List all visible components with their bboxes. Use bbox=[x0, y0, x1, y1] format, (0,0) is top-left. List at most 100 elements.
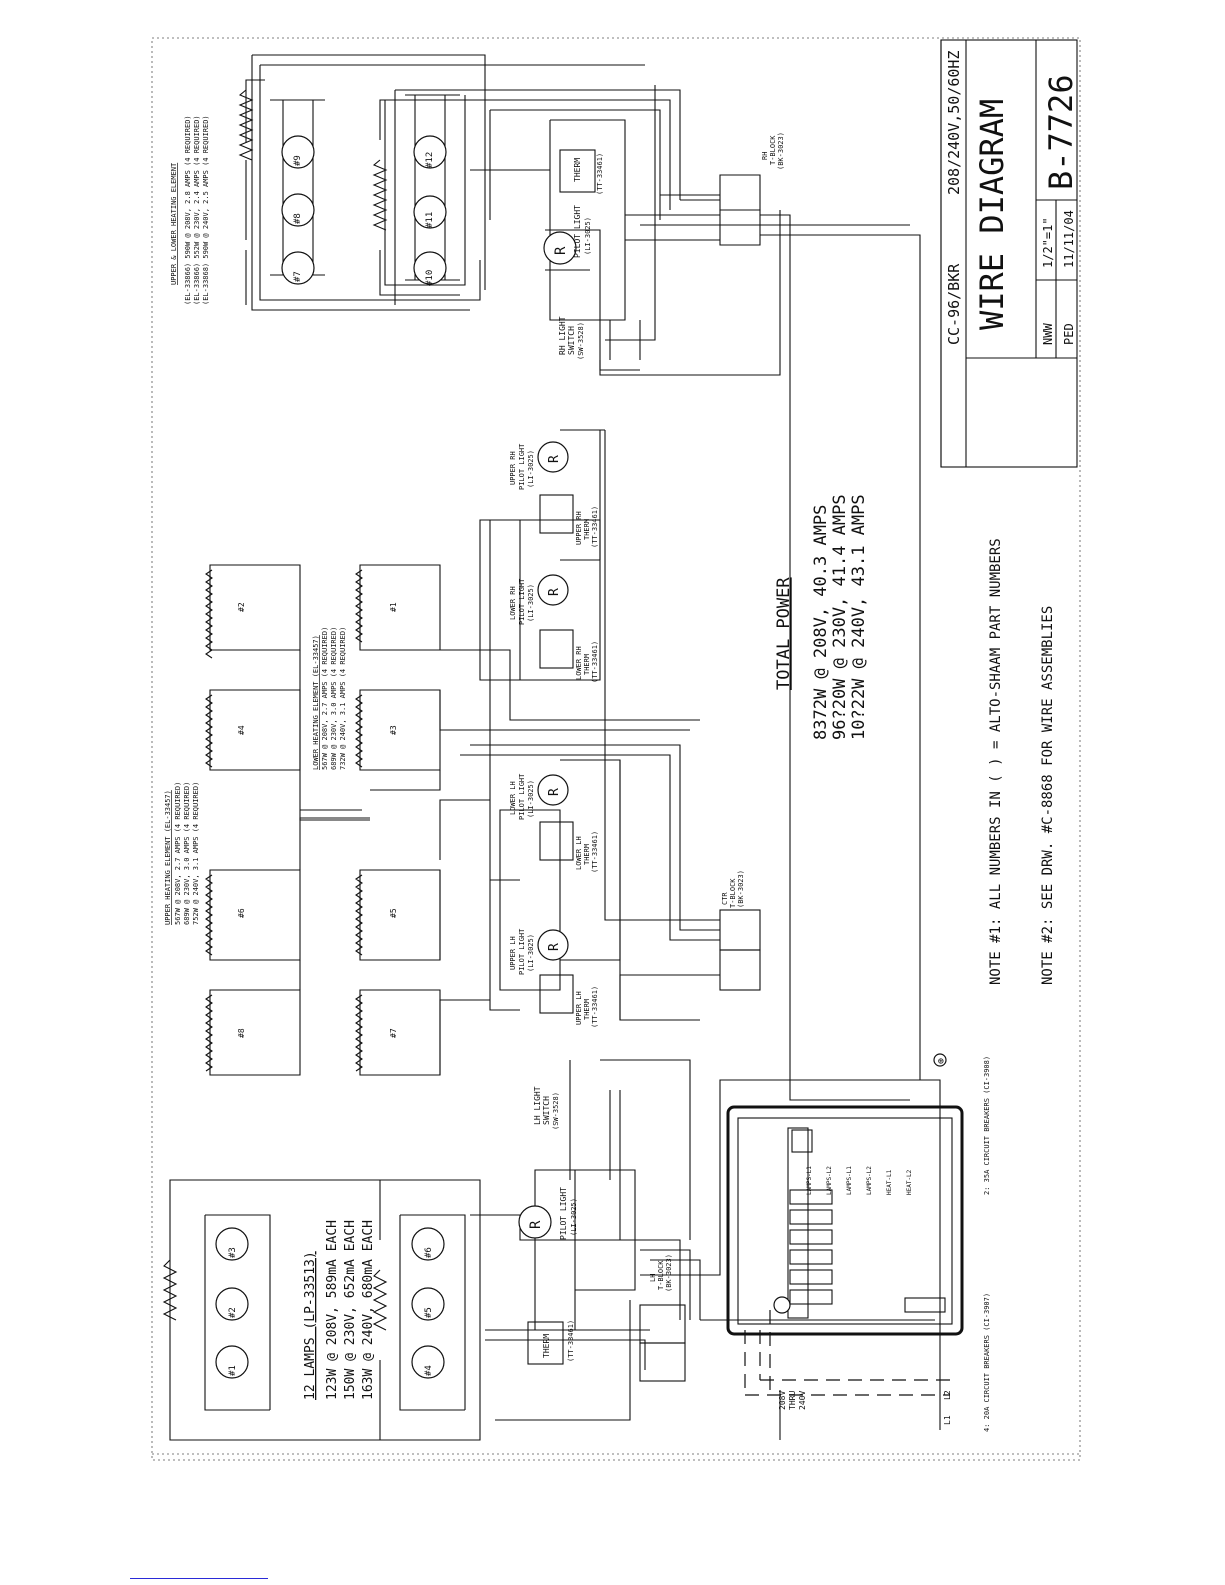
svg-text:#1: #1 bbox=[228, 1365, 238, 1376]
svg-text:2: 35A CIRCUIT BREAKERS (CI-39: 2: 35A CIRCUIT BREAKERS (CI-3908) bbox=[983, 1056, 991, 1195]
svg-text:LAMPS-L2: LAMPS-L2 bbox=[826, 1166, 833, 1195]
svg-text:4: 20A CIRCUIT BREAKERS (CI-39: 4: 20A CIRCUIT BREAKERS (CI-3907) bbox=[983, 1293, 991, 1432]
svg-text:HEAT-L2: HEAT-L2 bbox=[906, 1169, 913, 1195]
svg-text:567W @ 208V, 2.7 AMPS (4 REQUI: 567W @ 208V, 2.7 AMPS (4 REQUIRED) bbox=[174, 782, 182, 925]
svg-text:(TT-33461): (TT-33461) bbox=[596, 153, 604, 195]
svg-text:LOWER HEATING ELEMENT (EL-3345: LOWER HEATING ELEMENT (EL-33457) bbox=[312, 635, 320, 770]
svg-text:LAMPS-L1: LAMPS-L1 bbox=[846, 1166, 853, 1195]
lower-element-spec: LOWER HEATING ELEMENT (EL-33457) 567W @ … bbox=[312, 627, 347, 770]
svg-text:UPPER RH: UPPER RH bbox=[509, 451, 517, 485]
svg-text:R: R bbox=[528, 1220, 544, 1229]
svg-text:#2: #2 bbox=[228, 1307, 238, 1318]
svg-text:L1: L1 bbox=[943, 1415, 952, 1425]
svg-text:PILOT LIGHT: PILOT LIGHT bbox=[518, 443, 526, 490]
svg-text:UPPER & LOWER HEATING ELEMENT: UPPER & LOWER HEATING ELEMENT bbox=[170, 162, 178, 285]
rh-heating-group bbox=[238, 54, 921, 1101]
svg-text:#3: #3 bbox=[228, 1247, 238, 1258]
middle-heating-elements bbox=[209, 429, 720, 1076]
svg-text:R: R bbox=[553, 246, 569, 255]
svg-text:LOWER LH: LOWER LH bbox=[509, 781, 517, 815]
svg-text:567W @ 208V, 2.7 AMPS (4 REQUI: 567W @ 208V, 2.7 AMPS (4 REQUIRED) bbox=[321, 627, 329, 770]
rh-lamp-sockets: #7 #8 #9 #10 #11 #12 bbox=[281, 135, 447, 286]
svg-text:PILOT LIGHT: PILOT LIGHT bbox=[559, 1187, 568, 1240]
svg-text:#5: #5 bbox=[424, 1307, 434, 1318]
middle-controls: R R R R UPPER RH PILOT LIGHT (LI-3025) L… bbox=[509, 441, 599, 1028]
svg-text:#3: #3 bbox=[389, 725, 398, 735]
svg-text:#12: #12 bbox=[425, 152, 435, 168]
drawing-number: B-7726 bbox=[1042, 74, 1080, 190]
svg-text:LOWER RH: LOWER RH bbox=[509, 586, 517, 620]
svg-text:RH: RH bbox=[761, 152, 769, 160]
svg-text:150W @ 230V, 652mA EACH: 150W @ 230V, 652mA EACH bbox=[343, 1220, 358, 1400]
svg-text:#9: #9 bbox=[293, 155, 303, 166]
svg-text:UPPER LH: UPPER LH bbox=[509, 936, 517, 970]
power-supply: 208V THRU 240V L2 L1 ⊕ bbox=[744, 1053, 952, 1440]
svg-text:L2: L2 bbox=[943, 1390, 952, 1400]
note-2: NOTE #2: SEE DRW. #C-8868 FOR WIRE ASSEM… bbox=[1040, 606, 1056, 985]
breaker-panel: 2: 35A CIRCUIT BREAKERS (CI-3908) 4: 20A… bbox=[726, 1056, 991, 1432]
svg-text:12 LAMPS (LP-33513): 12 LAMPS (LP-33513) bbox=[303, 1251, 318, 1400]
svg-text:THERM: THERM bbox=[583, 519, 591, 540]
svg-text:(BK-3023): (BK-3023) bbox=[737, 870, 745, 908]
total-power-line-1: 8372W @ 208V, 40.3 AMPS bbox=[811, 505, 831, 740]
svg-text:(LI-3025): (LI-3025) bbox=[570, 1198, 578, 1236]
svg-text:689W @ 230V, 3.0 AMPS (4 REQUI: 689W @ 230V, 3.0 AMPS (4 REQUIRED) bbox=[330, 627, 338, 770]
diagram-title: WIRE DIAGRAM bbox=[973, 99, 1011, 330]
svg-text:(TT-33461): (TT-33461) bbox=[591, 641, 599, 683]
svg-text:THERM: THERM bbox=[583, 844, 591, 865]
svg-text:R: R bbox=[547, 788, 562, 796]
svg-text:#11: #11 bbox=[425, 212, 435, 228]
svg-text:LAMPS-L1: LAMPS-L1 bbox=[806, 1166, 813, 1195]
svg-text:208V: 208V bbox=[778, 1391, 787, 1410]
footer-link-underline[interactable] bbox=[130, 1578, 268, 1579]
svg-text:UPPER RH: UPPER RH bbox=[575, 511, 583, 545]
checked-by: PED bbox=[1062, 323, 1076, 345]
svg-text:(BK-3023): (BK-3023) bbox=[777, 132, 785, 170]
svg-text:PILOT LIGHT: PILOT LIGHT bbox=[518, 928, 526, 975]
rating-label: 208/240V,50/60HZ bbox=[945, 51, 963, 196]
svg-text:123W @ 208V, 589mA EACH: 123W @ 208V, 589mA EACH bbox=[325, 1220, 340, 1400]
svg-text:R: R bbox=[547, 455, 562, 463]
svg-text:THERM: THERM bbox=[583, 999, 591, 1020]
lh-lamp-sockets: #1 #2 #3 #4 #5 #6 bbox=[215, 1227, 445, 1379]
svg-text:UPPER HEATING ELEMENT (EL-3345: UPPER HEATING ELEMENT (EL-33457) bbox=[164, 790, 172, 925]
svg-text:#1: #1 bbox=[389, 602, 398, 612]
title-block: CC-96/BKR 208/240V,50/60HZ WIRE DIAGRAM … bbox=[940, 39, 1080, 468]
svg-text:R: R bbox=[547, 588, 562, 596]
svg-text:#4: #4 bbox=[237, 725, 246, 735]
svg-text:LOWER RH: LOWER RH bbox=[575, 646, 583, 680]
svg-text:R: R bbox=[547, 943, 562, 951]
svg-text:#6: #6 bbox=[237, 908, 246, 918]
svg-text:(LI-3025): (LI-3025) bbox=[584, 217, 592, 255]
lamps-spec: 12 LAMPS (LP-33513) 123W @ 208V, 589mA E… bbox=[303, 1220, 376, 1400]
svg-text:(SW-3528): (SW-3528) bbox=[577, 322, 585, 360]
note-1: NOTE #1: ALL NUMBERS IN ( ) = ALTO-SHAAM… bbox=[988, 538, 1004, 985]
svg-text:RH LIGHT: RH LIGHT bbox=[558, 316, 567, 355]
total-power-heading: TOTAL POWER bbox=[774, 577, 794, 690]
svg-text:(TT-33461): (TT-33461) bbox=[591, 831, 599, 873]
lh-lamp-group bbox=[162, 1059, 941, 1441]
svg-text:752W @ 240V, 3.1 AMPS (4 REQUI: 752W @ 240V, 3.1 AMPS (4 REQUIRED) bbox=[192, 782, 200, 925]
svg-text:163W @ 240V, 680mA EACH: 163W @ 240V, 680mA EACH bbox=[361, 1220, 376, 1400]
ctr-tblock: CTR T-BLOCK (BK-3023) bbox=[719, 870, 761, 991]
svg-text:LH: LH bbox=[649, 1274, 657, 1282]
svg-text:240V: 240V bbox=[798, 1391, 807, 1410]
scale-label: 1/2"=1" bbox=[1041, 217, 1055, 268]
svg-text:(EL-33868) 590W @ 240V, 2.5 AM: (EL-33868) 590W @ 240V, 2.5 AMPS (4 REQU… bbox=[202, 115, 210, 305]
svg-text:#6: #6 bbox=[424, 1247, 434, 1258]
upper-element-spec: UPPER HEATING ELEMENT (EL-33457) 567W @ … bbox=[164, 782, 200, 925]
svg-text:THERM: THERM bbox=[542, 1334, 551, 1358]
svg-text:LH LIGHT: LH LIGHT bbox=[533, 1086, 542, 1125]
svg-text:(EL-33866) 590W @ 208V, 2.8 AM: (EL-33866) 590W @ 208V, 2.8 AMPS (4 REQU… bbox=[184, 115, 192, 305]
svg-text:PILOT LIGHT: PILOT LIGHT bbox=[573, 205, 582, 258]
svg-text:PILOT LIGHT: PILOT LIGHT bbox=[518, 773, 526, 820]
svg-text:(EL-33866) 552W @ 230V, 2.4 AM: (EL-33866) 552W @ 230V, 2.4 AMPS (4 REQU… bbox=[193, 115, 201, 305]
svg-text:#7: #7 bbox=[389, 1028, 398, 1038]
svg-text:(LI-3025): (LI-3025) bbox=[527, 450, 535, 488]
svg-text:SWITCH: SWITCH bbox=[542, 1096, 551, 1125]
total-power: TOTAL POWER 8372W @ 208V, 40.3 AMPS 96?2… bbox=[774, 494, 869, 740]
svg-text:(TT-33461): (TT-33461) bbox=[591, 506, 599, 548]
breaker-slots: LAMPS-L1 LAMPS-L2 LAMPS-L1 LAMPS-L2 HEAT… bbox=[789, 1166, 913, 1305]
svg-text:PILOT LIGHT: PILOT LIGHT bbox=[518, 578, 526, 625]
